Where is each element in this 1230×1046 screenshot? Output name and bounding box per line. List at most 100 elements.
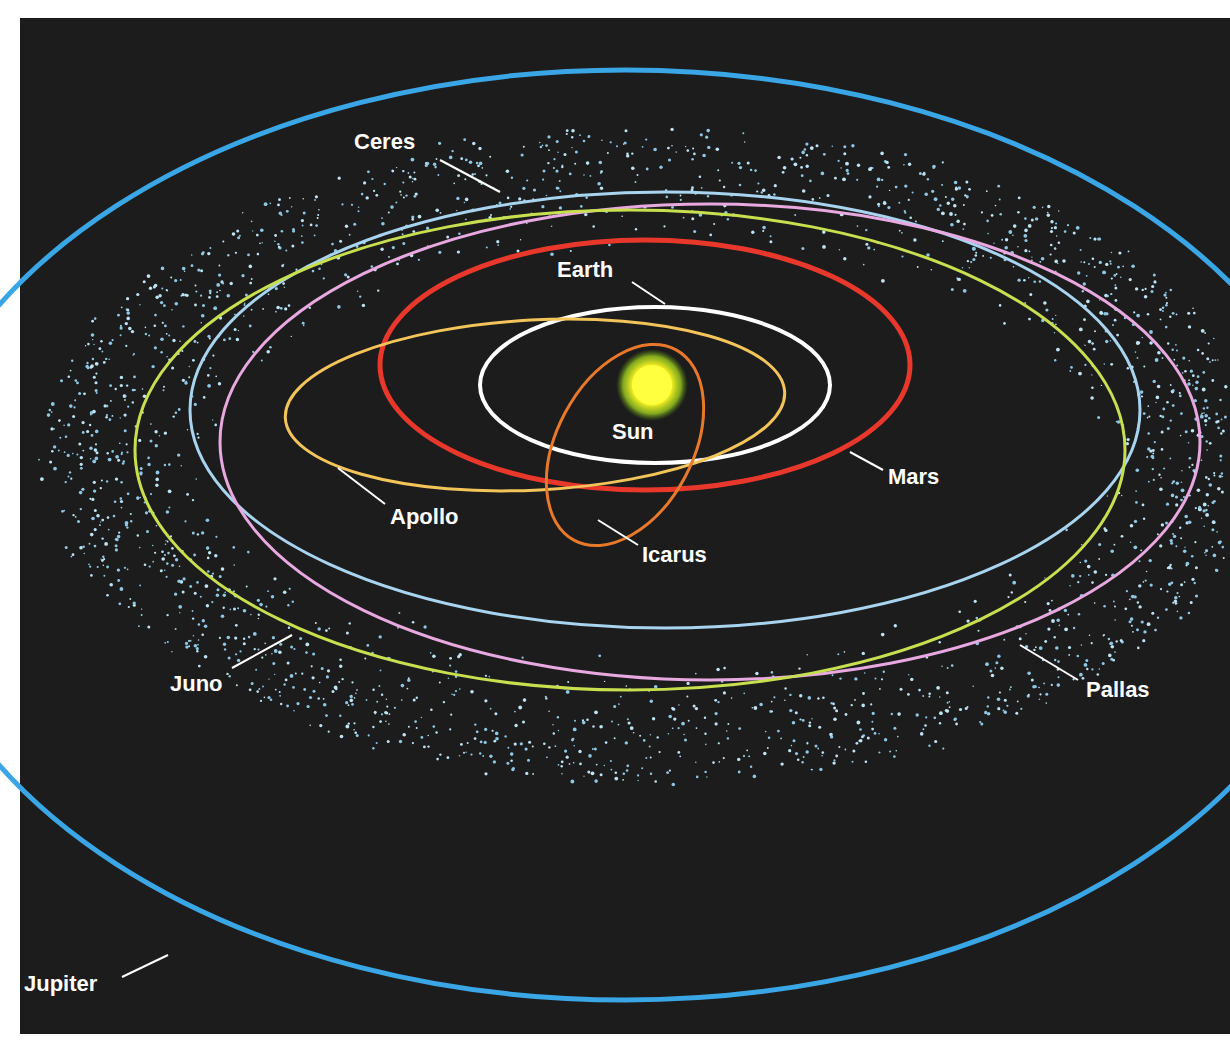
asteroid-dot xyxy=(72,453,74,455)
asteroid-dot xyxy=(489,156,491,158)
asteroid-dot xyxy=(797,758,800,761)
asteroid-dot xyxy=(1054,636,1056,638)
asteroid-dot xyxy=(371,178,373,180)
asteroid-dot xyxy=(1020,708,1022,710)
asteroid-dot xyxy=(1155,358,1159,362)
asteroid-dot xyxy=(227,294,231,298)
asteroid-dot xyxy=(115,455,119,459)
asteroid-dot xyxy=(449,728,451,730)
asteroid-dot xyxy=(878,751,880,753)
asteroid-dot xyxy=(478,147,481,150)
asteroid-dot xyxy=(112,415,114,417)
asteroid-dot xyxy=(372,747,374,749)
asteroid-dot xyxy=(1153,280,1156,283)
asteroid-dot xyxy=(1151,285,1154,288)
asteroid-dot xyxy=(120,384,123,387)
asteroid-dot xyxy=(249,265,253,269)
asteroid-dot xyxy=(451,694,453,696)
asteroid-dot xyxy=(272,636,275,639)
asteroid-dot xyxy=(51,450,54,453)
asteroid-dot xyxy=(1054,226,1057,229)
asteroid-dot xyxy=(693,153,696,156)
asteroid-dot xyxy=(707,146,710,149)
asteroid-dot xyxy=(1167,567,1169,569)
asteroid-dot xyxy=(1189,466,1191,468)
asteroid-dot xyxy=(172,339,175,342)
asteroid-dot xyxy=(551,226,553,228)
asteroid-dot xyxy=(726,730,727,731)
asteroid-dot xyxy=(812,769,814,771)
asteroid-dot xyxy=(239,650,241,652)
asteroid-dot xyxy=(856,742,859,745)
asteroid-dot xyxy=(1132,631,1134,633)
asteroid-dot xyxy=(1208,417,1211,420)
asteroid-dot xyxy=(566,129,569,132)
asteroid-dot xyxy=(934,740,937,743)
asteroid-dot xyxy=(94,509,97,512)
asteroid-dot xyxy=(40,477,44,481)
asteroid-dot xyxy=(1047,628,1050,631)
asteroid-dot xyxy=(1107,295,1109,297)
asteroid-dot xyxy=(282,282,285,285)
asteroid-dot xyxy=(325,714,328,717)
asteroid-dot xyxy=(65,481,67,483)
asteroid-dot xyxy=(657,736,659,738)
asteroid-dot xyxy=(160,301,163,304)
asteroid-dot xyxy=(946,691,949,694)
asteroid-dot xyxy=(1130,541,1132,543)
asteroid-dot xyxy=(1111,645,1115,649)
asteroid-dot xyxy=(479,752,481,754)
asteroid-dot xyxy=(1179,392,1181,394)
asteroid-dot xyxy=(124,567,126,569)
asteroid-dot xyxy=(1143,518,1145,520)
asteroid-dot xyxy=(614,777,618,781)
asteroid-dot xyxy=(285,250,287,252)
asteroid-dot xyxy=(1091,668,1093,670)
asteroid-dot xyxy=(539,142,541,144)
asteroid-dot xyxy=(1086,275,1088,277)
asteroid-dot xyxy=(126,451,128,453)
asteroid-dot xyxy=(675,151,677,153)
asteroid-dot xyxy=(626,764,629,767)
asteroid-dot xyxy=(375,713,376,714)
asteroid-dot xyxy=(76,454,78,456)
asteroid-dot xyxy=(385,712,388,715)
asteroid-dot xyxy=(1160,588,1162,590)
asteroid-dot xyxy=(301,673,303,675)
asteroid-dot xyxy=(1149,559,1152,562)
asteroid-dot xyxy=(633,732,635,734)
asteroid-dot xyxy=(327,669,330,672)
asteroid-dot xyxy=(281,230,284,233)
asteroid-dot xyxy=(234,328,237,331)
asteroid-dot xyxy=(941,184,943,186)
asteroid-dot xyxy=(125,322,128,325)
asteroid-dot xyxy=(1045,693,1048,696)
asteroid-dot xyxy=(184,520,186,522)
asteroid-dot xyxy=(1039,261,1041,263)
asteroid-dot xyxy=(812,198,815,201)
asteroid-dot xyxy=(610,141,612,143)
asteroid-dot xyxy=(277,204,280,207)
asteroid-dot xyxy=(806,165,809,168)
asteroid-dot xyxy=(1135,501,1138,504)
asteroid-dot xyxy=(117,314,120,317)
asteroid-dot xyxy=(1128,251,1130,253)
asteroid-dot xyxy=(89,498,91,500)
asteroid-dot xyxy=(76,382,79,385)
asteroid-dot xyxy=(1182,372,1184,374)
asteroid-dot xyxy=(155,478,159,482)
asteroid-dot xyxy=(351,703,354,706)
asteroid-dot xyxy=(1009,574,1012,577)
asteroid-dot xyxy=(1073,232,1076,235)
asteroid-dot xyxy=(384,183,386,185)
asteroid-dot xyxy=(1147,622,1151,626)
asteroid-dot xyxy=(309,696,312,699)
asteroid-dot xyxy=(932,165,936,169)
asteroid-dot xyxy=(188,376,190,378)
asteroid-dot xyxy=(396,263,399,266)
asteroid-dot xyxy=(95,373,97,375)
asteroid-dot xyxy=(809,180,812,183)
asteroid-dot xyxy=(1051,227,1053,229)
asteroid-dot xyxy=(1120,639,1123,642)
asteroid-dot xyxy=(155,484,158,487)
